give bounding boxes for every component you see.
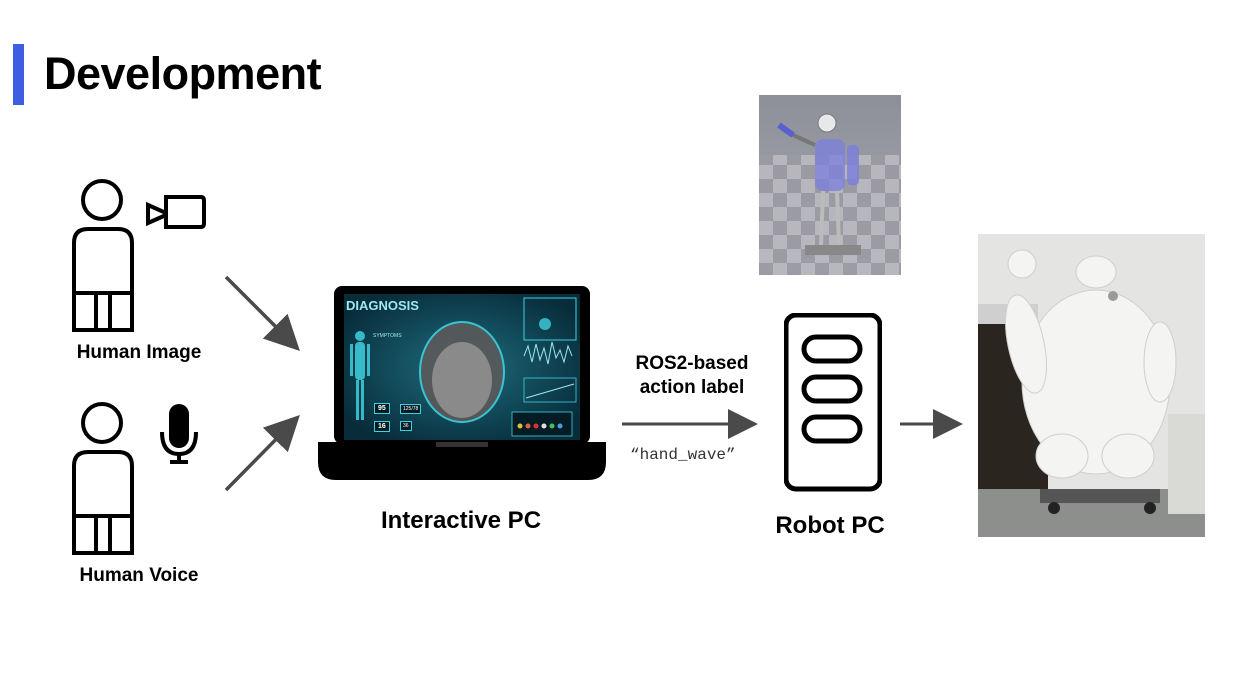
person-mic-group bbox=[72, 402, 198, 555]
microphone-icon bbox=[160, 404, 198, 464]
robot-photo bbox=[978, 234, 1205, 537]
page-title: Development bbox=[44, 48, 322, 99]
simulation-image bbox=[759, 95, 901, 275]
robot-pc-label: Robot PC bbox=[775, 512, 885, 539]
screen-vital-1: 95 bbox=[374, 403, 390, 414]
arrow-voice-to-pc bbox=[224, 415, 300, 492]
screen-symptoms-label: SYMPTOMS bbox=[373, 333, 402, 339]
laptop-icon bbox=[318, 286, 606, 480]
screen-vital-2: 16 bbox=[374, 421, 390, 432]
screen-status-dots bbox=[517, 423, 563, 429]
server-icon bbox=[784, 313, 882, 492]
action-example: “hand_wave” bbox=[630, 446, 736, 464]
camera-icon bbox=[146, 195, 206, 229]
laptop: DIAGNOSIS SYMPTOMS 95 16 125/78 36 bbox=[316, 284, 608, 484]
screen-title: DIAGNOSIS bbox=[346, 298, 419, 313]
action-label: ROS2-based action label bbox=[635, 353, 749, 398]
person-icon bbox=[72, 402, 134, 555]
sim-robot bbox=[777, 113, 861, 255]
person-camera-group bbox=[72, 179, 206, 332]
title-accent-bar bbox=[13, 44, 24, 105]
interactive-pc-label: Interactive PC bbox=[380, 507, 542, 534]
human-image-label: Human Image bbox=[76, 342, 202, 363]
screen-vital-4: 36 bbox=[400, 421, 412, 431]
screen-waveform bbox=[523, 341, 573, 365]
robot-figure bbox=[1005, 249, 1177, 479]
arrow-image-to-pc bbox=[224, 275, 300, 351]
person-icon bbox=[72, 179, 134, 332]
human-voice-label: Human Voice bbox=[79, 565, 199, 586]
screen-body-figure bbox=[350, 331, 370, 420]
screen-vital-3: 125/78 bbox=[400, 404, 422, 414]
